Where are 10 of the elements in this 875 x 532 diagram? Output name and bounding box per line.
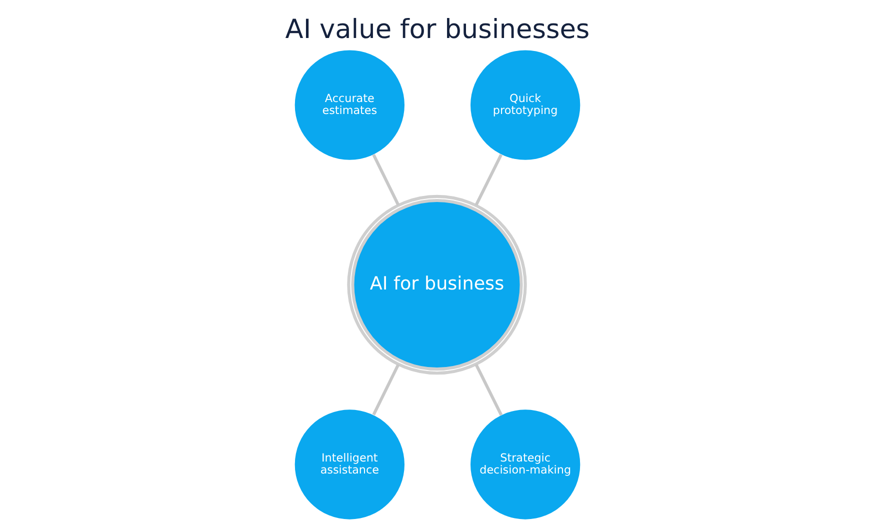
- node-circle: Accurate estimates: [294, 50, 404, 160]
- node-circle: AI for business: [347, 194, 527, 375]
- connector: [372, 364, 400, 416]
- connector: [474, 154, 503, 206]
- node-circle: Strategic decision-making: [470, 410, 580, 520]
- connector: [372, 154, 400, 206]
- diagram-title: AI value for businesses: [285, 14, 590, 45]
- connector: [474, 364, 503, 416]
- node-circle: Quick prototyping: [470, 50, 580, 160]
- node-circle: Intelligent assistance: [294, 410, 404, 520]
